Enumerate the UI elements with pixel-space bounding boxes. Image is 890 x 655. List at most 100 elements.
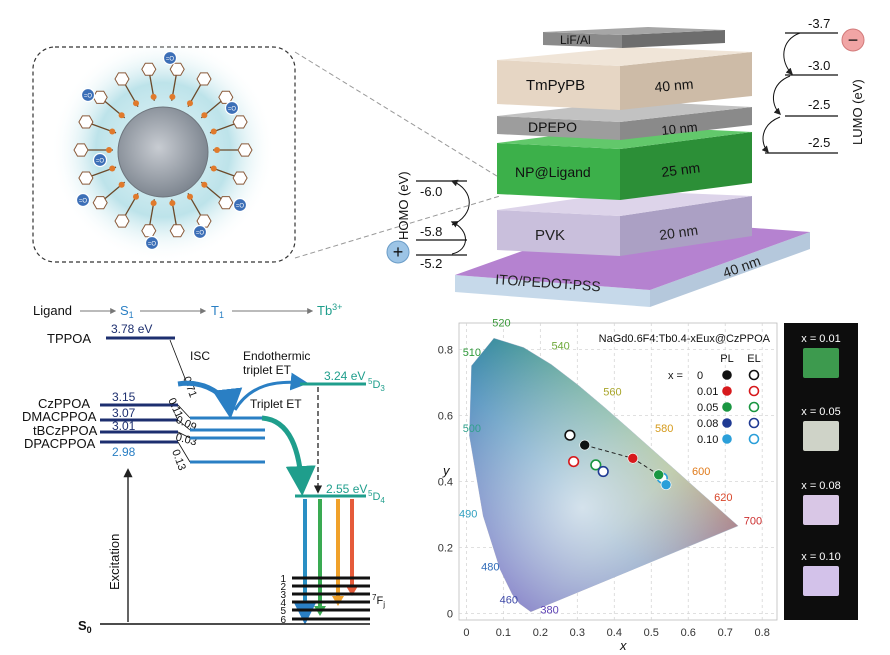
s0-label: S0 [78, 618, 92, 635]
header-s1: S1 [120, 303, 134, 320]
device-stack: ITO/PEDOT:PSS 40 nm PVK 20 nm NP@Ligand … [455, 27, 810, 307]
lumo-value-3: -2.5 [808, 97, 830, 112]
layer-np-label: NP@Ligand [515, 164, 591, 180]
phosphoryl-dot [118, 181, 125, 188]
fj-sup: 7 [372, 593, 377, 602]
fj-level-number: 1 [280, 574, 286, 585]
legend-pl-marker [722, 418, 732, 428]
wavelength-label: 460 [500, 595, 518, 607]
wavelength-label: 600 [692, 466, 710, 478]
tppoa-energy: 3.78 eV [111, 322, 152, 336]
phenyl-ring [218, 196, 234, 210]
phosphoryl-dot [118, 112, 125, 119]
pl-point [579, 439, 591, 451]
gap-line-1 [177, 404, 191, 419]
legend-rows: 00.010.050.080.10 [697, 369, 760, 446]
layer-pvk-label: PVK [535, 227, 565, 244]
legend-el-marker [748, 433, 760, 445]
phenyl-ring [232, 115, 248, 129]
ligand-badge-text: =O [196, 231, 205, 237]
ligand-badge [224, 100, 240, 116]
nanoparticle-panel: =O=O=O=O=O=O=O=O [32, 38, 296, 263]
connector-line-top [294, 51, 501, 179]
layer-lifal-side [622, 30, 725, 48]
y-tick-label: 0.8 [438, 344, 453, 356]
gap-label-3: 0.03 [174, 431, 198, 448]
legend-pl-marker [722, 370, 732, 380]
layer-ito-side-right [650, 232, 810, 307]
legend-x-value: 0 [697, 370, 703, 382]
photo-label: x = 0.08 [801, 480, 840, 492]
header-ligand: Ligand [33, 303, 72, 318]
device-photo [803, 566, 839, 596]
d3-label: 5D3 [368, 377, 385, 393]
lumo-diagram: LUMO (eV) -3.7 -3.0 -2.5 -2.5 − [761, 16, 865, 154]
layer-dpepo-label: DPEPO [528, 119, 577, 135]
ligand-badge-text: =O [84, 94, 93, 100]
wavelength-label: 520 [492, 317, 510, 329]
header-tb-sup: 3+ [332, 302, 342, 312]
wavelength-label: 380 [540, 604, 558, 616]
header-t1: T1 [211, 303, 224, 320]
el-point [597, 465, 609, 478]
phenyl-ring [92, 196, 108, 210]
endothermic-label-1: Endothermic [243, 349, 310, 363]
phenyl-ring [169, 62, 185, 76]
x-tick-label: 0.7 [718, 627, 733, 639]
energy-diagram: Ligand S1 T1 Tb3+ TPPOA 3.78 eV ISC CzPP… [22, 302, 385, 635]
layer-np-thickness: 25 nm [660, 159, 701, 180]
header-tb-letter: Tb [317, 303, 332, 318]
phosphoryl-dot [150, 93, 157, 100]
phenyl-ring [169, 224, 185, 238]
excitation-label: Excitation [107, 534, 122, 590]
homo-value-2: -5.8 [420, 224, 442, 239]
legend-x-value: 0.10 [697, 434, 718, 446]
layer-pvk-top [497, 191, 752, 216]
ligand-badge [144, 235, 160, 251]
d3-sup: 5 [368, 377, 373, 386]
y-tick-label: 0.2 [438, 542, 453, 554]
ligand-energy-4: 2.98 [112, 445, 136, 459]
homo-value-3: -5.2 [420, 256, 442, 271]
phenyl-ring [78, 115, 94, 129]
lumo-hop-1 [783, 32, 801, 75]
nanoparticle-core [117, 106, 209, 198]
legend-el-marker [748, 385, 760, 397]
ligand-badge-text: =O [148, 242, 157, 248]
lumo-value-2: -3.0 [808, 58, 830, 73]
wavelength-label: 480 [481, 562, 499, 574]
x-tick-label: 0.5 [644, 627, 659, 639]
gap-line-3 [177, 431, 191, 439]
ligand-badges: =O=O=O=O=O=O=O=O [75, 50, 248, 251]
d4-label: 5D4 [368, 489, 385, 505]
photo-items: x = 0.01x = 0.05x = 0.08x = 0.10 [801, 333, 841, 596]
header-tb: Tb3+ [317, 302, 342, 318]
x-tick-label: 0.3 [570, 627, 585, 639]
endothermic-arrow [233, 372, 309, 411]
x-tick-label: 0 [463, 627, 469, 639]
phenyl-ring [114, 214, 130, 228]
cie-title: NaGd0.6F4:Tb0.4-xEux@CzPPOA [599, 333, 771, 345]
photo-label: x = 0.01 [801, 333, 840, 345]
d4-sup: 5 [368, 489, 373, 498]
gap-line-2 [177, 419, 191, 431]
layer-dpepo-top [497, 101, 752, 122]
header-s1-letter: S [120, 303, 129, 318]
isc-label: ISC [190, 349, 210, 363]
device-photo [803, 348, 839, 378]
photo-label: x = 0.10 [801, 551, 840, 563]
fj-level-number: 4 [280, 598, 286, 609]
phenyl-ring [73, 143, 89, 157]
x-tick-label: 0.8 [755, 627, 770, 639]
phosphoryl-dot [214, 147, 220, 153]
hole-icon [386, 240, 410, 264]
cie-legend: PL EL x = 00.010.050.080.10 [668, 353, 761, 446]
phosphoryl-dot [133, 100, 139, 107]
layer-ito-side [455, 275, 650, 307]
electron-icon [841, 28, 865, 52]
ligand-energy-3: 3.01 [112, 419, 136, 433]
lumo-value-4: -2.5 [808, 135, 830, 150]
